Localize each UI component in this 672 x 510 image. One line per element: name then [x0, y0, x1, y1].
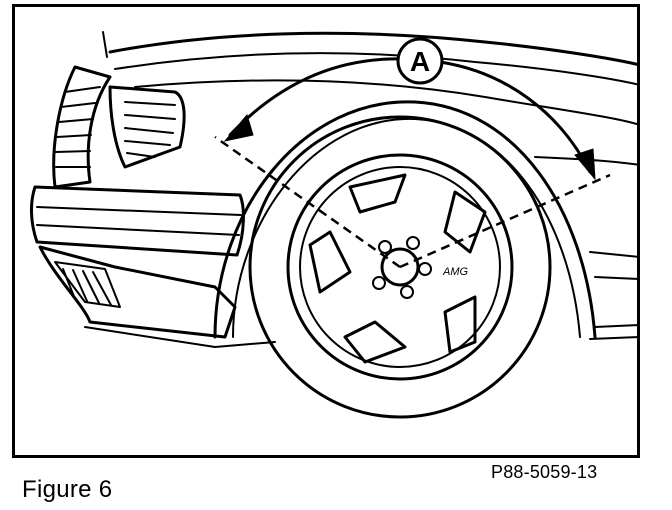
- antenna-line: [102, 31, 108, 58]
- spoiler-bottom: [84, 326, 276, 348]
- bumper-strip: [36, 206, 242, 236]
- fender-top-line: [134, 79, 637, 126]
- lug-bolt: [400, 285, 414, 299]
- body-side-line-2: [589, 251, 637, 258]
- arrow-head-front: [223, 113, 254, 142]
- vent-hatching: [62, 268, 112, 306]
- wheel-arch-outer: [213, 100, 597, 339]
- hub-cap: [380, 247, 420, 287]
- headlight-outline: [108, 85, 186, 169]
- part-number: P88-5059-13: [491, 462, 598, 482]
- arrow-head-rear: [574, 148, 596, 181]
- rocker-line: [589, 324, 637, 340]
- wheel-rim: [286, 153, 514, 381]
- lug-bolt: [418, 262, 432, 276]
- wheel-badge: AMG: [442, 266, 469, 278]
- tire-outer: [248, 115, 552, 419]
- wheel-rim-inner: [299, 166, 501, 368]
- fender-wheel-illustration: AMG A: [30, 31, 637, 419]
- hood-crease-line: [114, 52, 637, 86]
- wheel-vent: [443, 190, 487, 254]
- lug-bolt: [378, 240, 392, 254]
- lug-bolt: [372, 276, 386, 290]
- body-side-line: [534, 156, 637, 166]
- callout-circle: [396, 37, 444, 85]
- figure-frame: AMG A: [12, 4, 640, 458]
- arc-arrow-a: [228, 57, 592, 174]
- front-bumper: [30, 185, 245, 257]
- measurement-line-front: [214, 135, 401, 269]
- body-side-line-3: [594, 276, 637, 280]
- figure-caption: Figure 6: [22, 476, 113, 503]
- wheel-vent: [343, 320, 407, 364]
- headlight-slats: [124, 101, 176, 158]
- lug-bolt: [406, 236, 420, 250]
- wheel-arch-inner: [232, 117, 581, 338]
- hood-edge-line: [108, 31, 637, 66]
- wheel-vent: [348, 173, 407, 214]
- lower-spoiler: [38, 245, 237, 339]
- grille-outline: [52, 65, 112, 189]
- fog-lamp-vent: [54, 261, 121, 308]
- callout-label: A: [410, 46, 430, 77]
- wheel-vent: [443, 295, 477, 354]
- grille-slats: [55, 86, 101, 168]
- wheel-vent: [308, 230, 352, 294]
- measurement-line-rear: [399, 173, 611, 269]
